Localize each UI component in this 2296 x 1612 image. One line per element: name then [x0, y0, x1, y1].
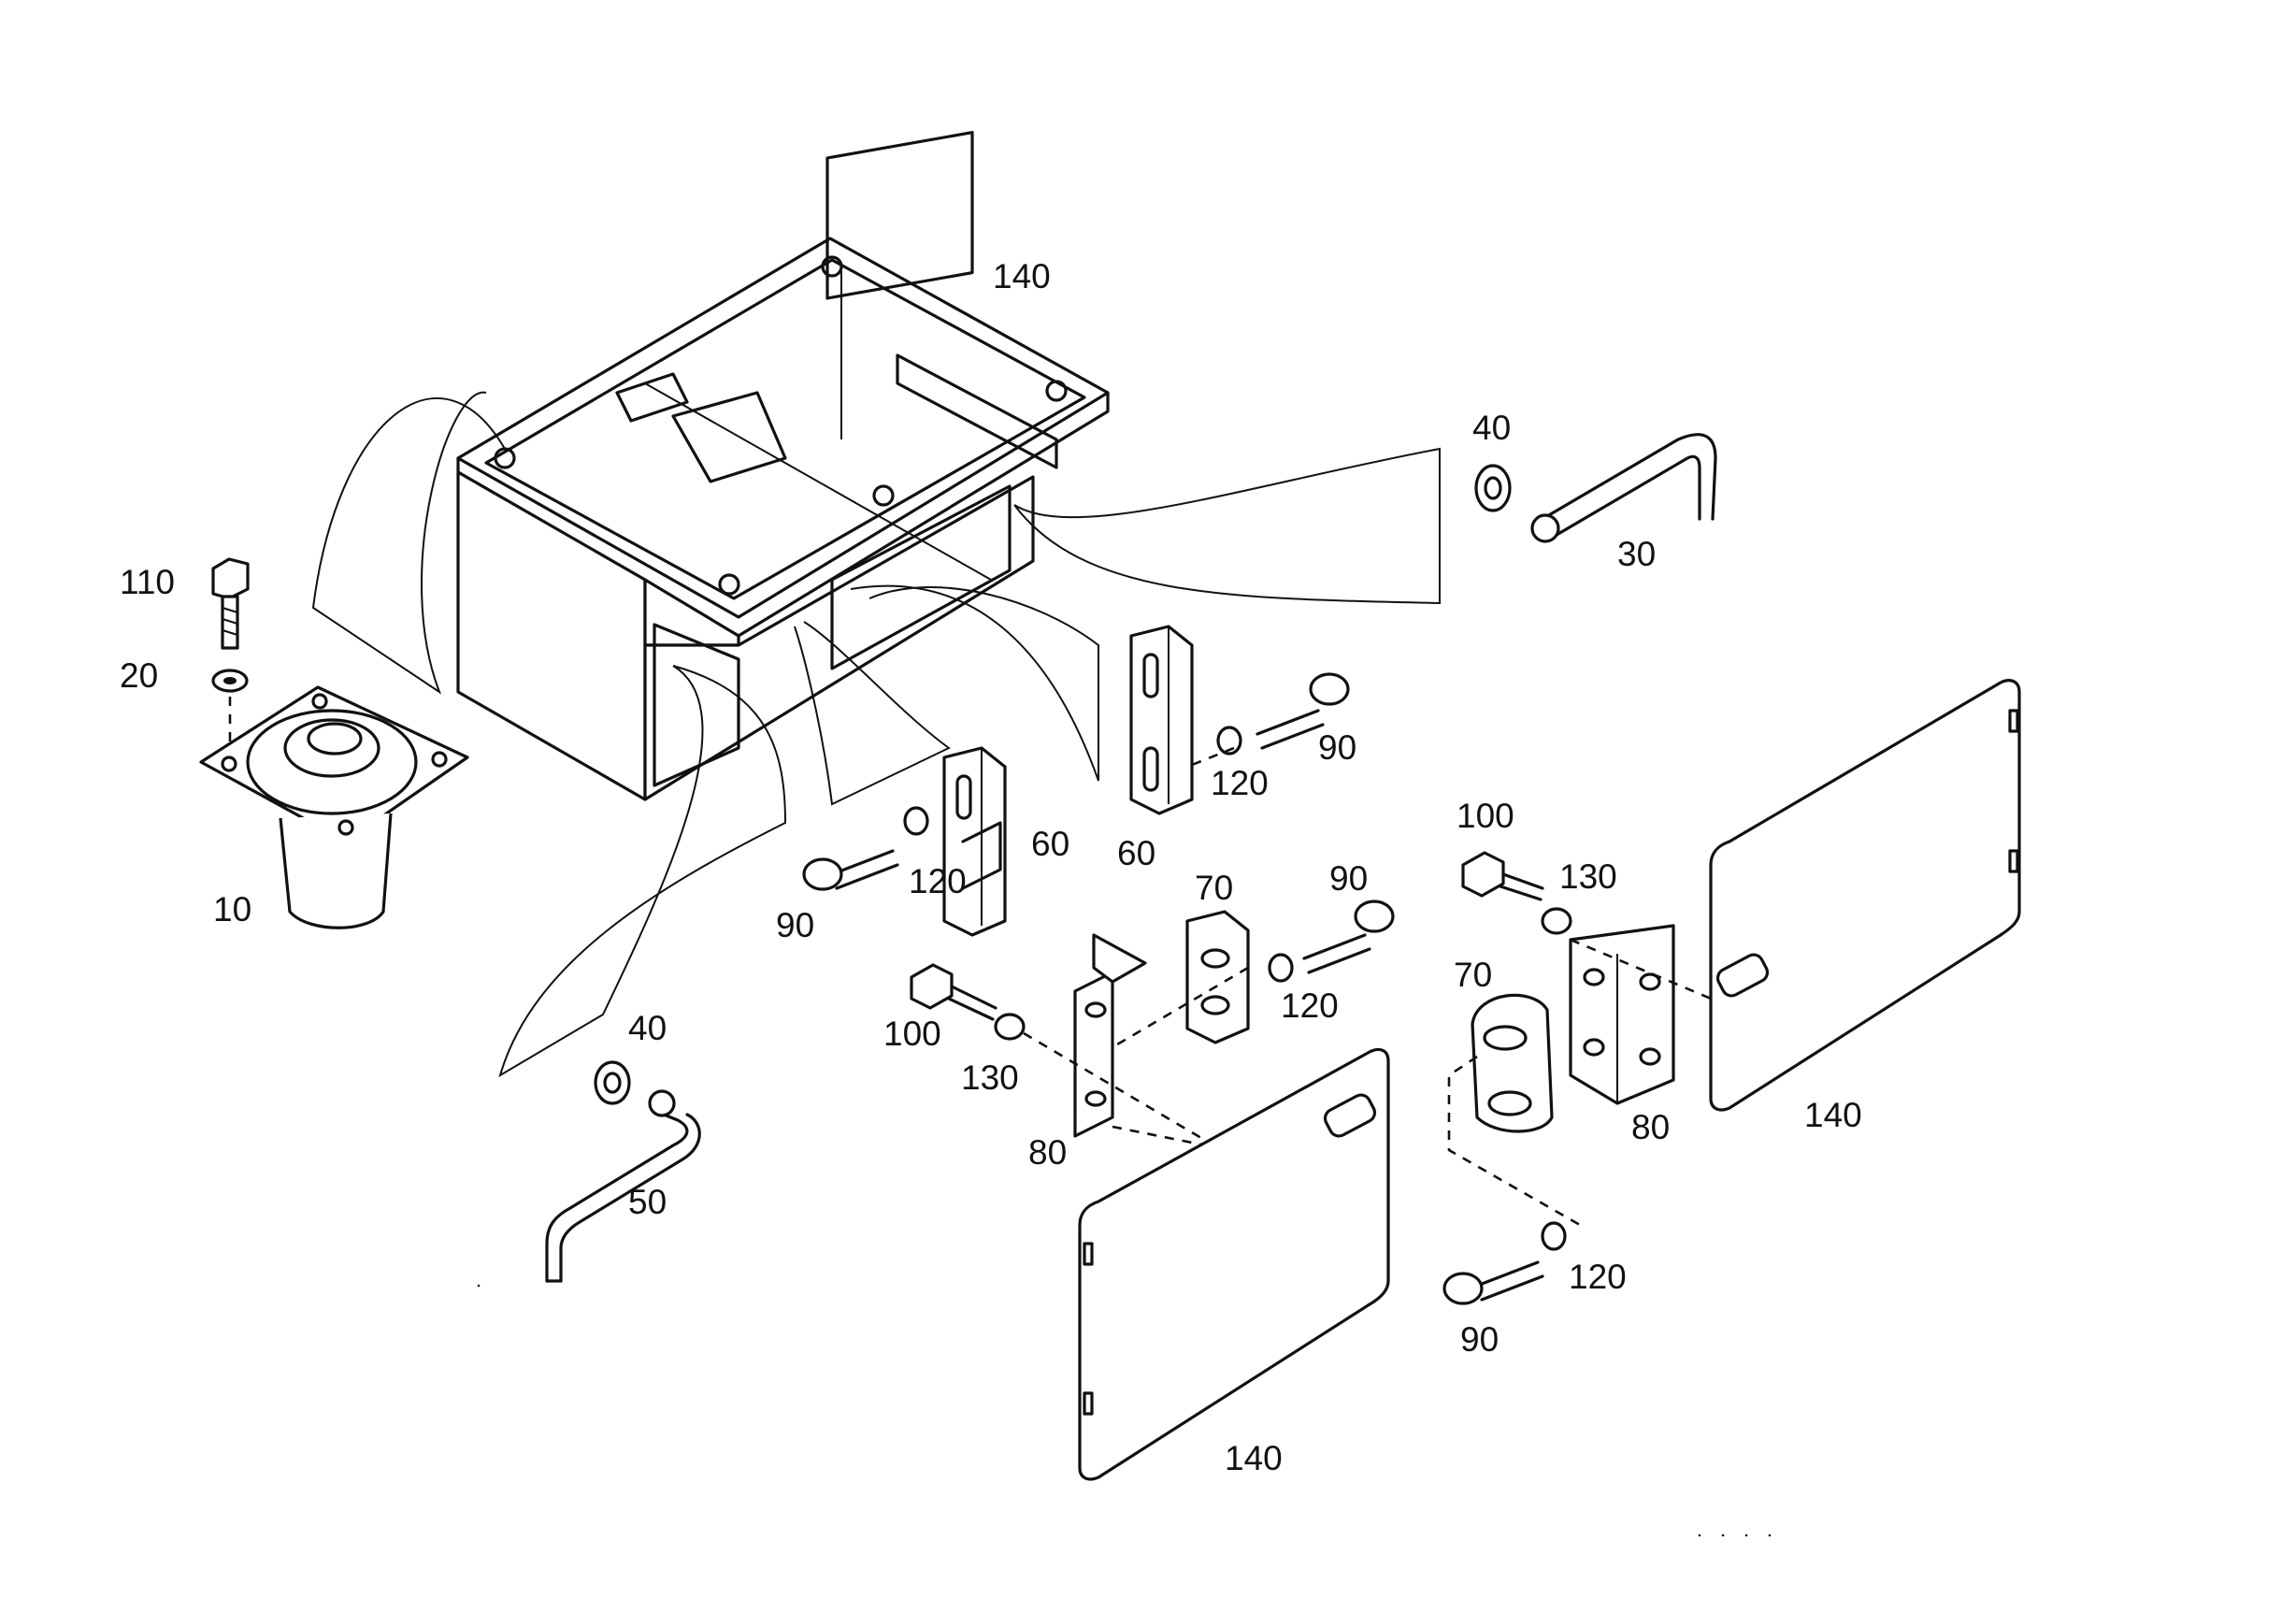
callout-30: 30 [1617, 535, 1656, 573]
callout-100: 100 [883, 1015, 941, 1053]
cover-panel-140-right [1709, 679, 2021, 1112]
scan-specks [477, 1284, 1772, 1537]
hinge-70-right [1471, 993, 1554, 1133]
callout-80: 80 [1631, 1108, 1670, 1146]
base-frame [456, 130, 1110, 801]
assembly-dash-lines [1023, 746, 1716, 1227]
callout-70: 70 [1195, 869, 1233, 907]
callout-40: 40 [628, 1009, 667, 1047]
washer-120-a [1216, 726, 1242, 756]
callout-labels: 140 40 30 110 20 10 90 120 60 60 120 90 … [120, 257, 1862, 1477]
washer-120-b [903, 806, 929, 836]
callout-60: 60 [1031, 825, 1069, 863]
callout-20: 20 [120, 656, 158, 695]
callout-60: 60 [1117, 834, 1155, 872]
washer-130-b [1541, 907, 1572, 935]
callout-140: 140 [1804, 1096, 1862, 1134]
hinge-block-60-upper [1129, 625, 1194, 815]
leader-swoops [311, 391, 1441, 1078]
cover-panel-140-bottom [1078, 1047, 1390, 1481]
callout-120: 120 [1281, 986, 1339, 1025]
callout-10: 10 [213, 890, 251, 928]
callout-90: 90 [776, 906, 814, 944]
cap-screw-90-b [802, 849, 899, 891]
callout-140: 140 [1225, 1439, 1283, 1477]
foot-mount-10 [199, 685, 469, 929]
callout-120: 120 [1569, 1258, 1627, 1296]
washer-130-a [994, 1013, 1026, 1041]
washer-120-d [1541, 1221, 1567, 1251]
callout-120: 120 [909, 862, 967, 900]
wrench-50 [545, 1089, 701, 1283]
callout-140: 140 [993, 257, 1051, 295]
callout-130: 130 [1559, 857, 1617, 896]
washer-120-c [1268, 953, 1294, 983]
callout-110: 110 [120, 563, 175, 601]
callout-90: 90 [1460, 1320, 1499, 1359]
callout-120: 120 [1211, 764, 1269, 802]
bracket-80-middle [1073, 933, 1147, 1138]
callout-50: 50 [628, 1183, 667, 1221]
wrench-30 [1530, 433, 1717, 543]
callout-90: 90 [1318, 728, 1356, 767]
lock-washer-40-bottom [594, 1060, 631, 1105]
hex-bolt-100-a [910, 963, 997, 1021]
cap-screw-90-d [1442, 1260, 1544, 1305]
callout-90: 90 [1329, 859, 1368, 898]
callout-130: 130 [961, 1058, 1019, 1097]
bolt-110 [211, 557, 250, 650]
hinge-70-middle [1185, 910, 1250, 1044]
hinge-block-60-lower [942, 746, 1007, 937]
callout-80: 80 [1028, 1133, 1067, 1172]
callout-100: 100 [1457, 797, 1514, 835]
washer-20 [211, 669, 249, 693]
callout-40: 40 [1472, 409, 1511, 447]
lock-washer-40-top [1474, 464, 1512, 512]
cap-screw-90-c [1302, 900, 1395, 974]
callout-70: 70 [1454, 956, 1492, 994]
bracket-80-right [1569, 924, 1675, 1105]
hex-bolt-100-b [1461, 851, 1544, 901]
cap-screw-90-a [1256, 672, 1350, 750]
